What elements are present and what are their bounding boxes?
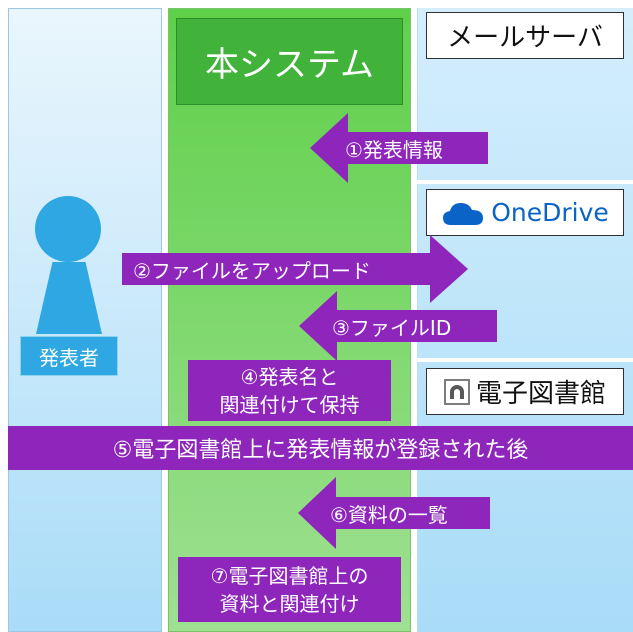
system-title: 本システム bbox=[205, 45, 374, 85]
presenter-label-text: 発表者 bbox=[39, 345, 99, 370]
step-2-label: ②ファイルをアップロード bbox=[133, 258, 371, 283]
arrow-6-left-icon bbox=[298, 477, 490, 549]
step-7-box: ⑦電子図書館上の 資料と関連付け bbox=[178, 557, 401, 622]
system-box: 本システム bbox=[176, 18, 403, 105]
arrow-1-left-icon bbox=[310, 113, 488, 183]
presenter-label: 発表者 bbox=[20, 336, 118, 376]
onedrive-box: OneDrive bbox=[426, 189, 624, 236]
step-1-label: ①発表情報 bbox=[345, 137, 443, 162]
step-4-line-1: ④発表名と bbox=[240, 364, 339, 389]
step-7-line-2: 資料と関連付け bbox=[219, 591, 360, 616]
step-3-label: ③ファイルID bbox=[332, 315, 452, 340]
step-7-line-1: ⑦電子図書館上の bbox=[210, 563, 369, 588]
step-5-label: ⑤電子図書館上に発表情報が登録された後 bbox=[112, 438, 529, 463]
cloud-icon bbox=[443, 202, 484, 225]
onedrive-label: OneDrive bbox=[491, 198, 609, 227]
step-5-banner: ⑤電子図書館上に発表情報が登録された後 bbox=[8, 426, 633, 470]
lane-divider bbox=[417, 180, 633, 184]
step-4-line-2: 関連付けて保持 bbox=[219, 392, 360, 417]
library-logo-icon bbox=[443, 378, 470, 405]
arrow-3-left-icon bbox=[299, 291, 497, 361]
library-label: 電子図書館 bbox=[475, 379, 606, 409]
lane-divider bbox=[417, 358, 633, 362]
library-box: 電子図書館 bbox=[426, 368, 624, 415]
step-6-label: ⑥資料の一覧 bbox=[330, 502, 448, 527]
person-head-icon bbox=[35, 196, 101, 262]
arrow-2-right-icon bbox=[122, 235, 468, 303]
mail-server-box: メールサーバ bbox=[426, 12, 624, 59]
mail-server-label: メールサーバ bbox=[447, 23, 603, 53]
step-4-box: ④発表名と 関連付けて保持 bbox=[188, 360, 391, 421]
